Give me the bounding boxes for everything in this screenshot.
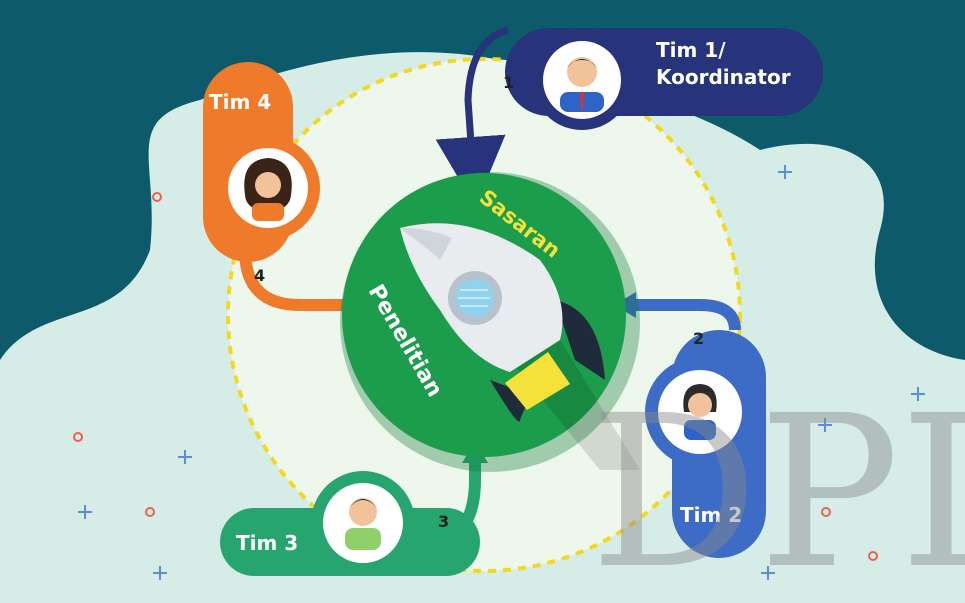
team-1-label-line1: Tim 1/ xyxy=(656,38,726,62)
decorations xyxy=(73,165,925,580)
watermark: DPI xyxy=(590,370,965,603)
rocket-icon xyxy=(400,223,640,470)
person-icon xyxy=(683,384,717,440)
person-icon xyxy=(244,158,292,221)
dashed-ring xyxy=(226,57,742,573)
team-3-step: 3 xyxy=(438,512,449,531)
team-1-label-line2: Koordinator xyxy=(656,65,791,89)
team-4: Tim 4 4 xyxy=(203,62,372,318)
team-4-step: 4 xyxy=(254,266,265,285)
team-2-step: 2 xyxy=(693,329,704,348)
dot-icon xyxy=(73,192,878,561)
team-3-label: Tim 3 xyxy=(236,531,298,555)
team-4-label: Tim 4 xyxy=(209,90,271,114)
team-1: Tim 1/ Koordinator 1 xyxy=(435,26,823,207)
team-1-step: 1 xyxy=(503,73,514,92)
person-icon xyxy=(560,57,604,112)
research-target: Sasaran Penelitian xyxy=(340,172,640,472)
team-2-label: Tim 2 xyxy=(680,503,742,527)
team-4-arrow xyxy=(239,249,355,311)
team-2: 2 Tim 2 xyxy=(614,292,766,558)
team-2-arrow xyxy=(630,299,741,331)
star-icon xyxy=(78,165,925,580)
team-1-arrow xyxy=(435,26,510,207)
person-icon xyxy=(345,498,381,550)
